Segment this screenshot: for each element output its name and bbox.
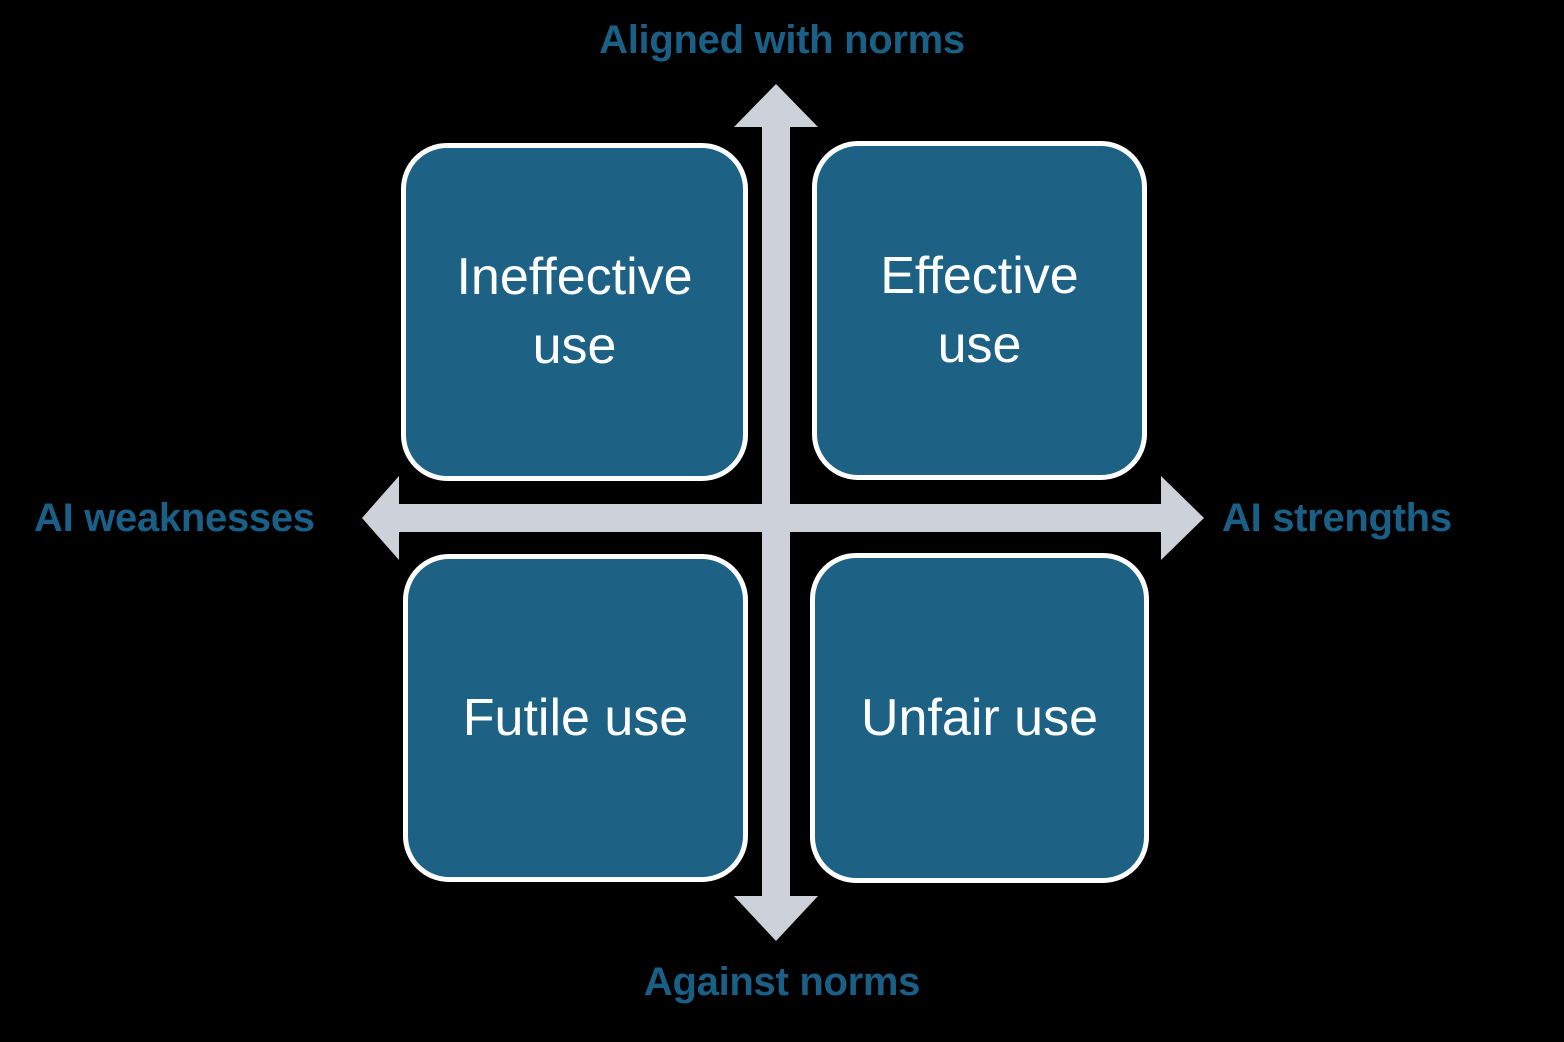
quadrant-label-ineffective-use: Ineffective use xyxy=(456,248,693,375)
axis-arrowhead-down xyxy=(734,896,818,941)
quadrant-label-effective-use: Effective use xyxy=(880,246,1079,374)
horizontal-axis-shaft xyxy=(397,504,1163,532)
quadrant-label-unfair-use: Unfair use xyxy=(861,688,1098,747)
axis-label-right: AI strengths xyxy=(1222,496,1452,540)
axis-arrowhead-left xyxy=(362,476,399,560)
axis-label-top: Aligned with norms xyxy=(599,18,965,62)
axis-arrowhead-up xyxy=(734,84,818,127)
axis-arrowhead-right xyxy=(1161,476,1204,560)
quadrant-box-futile-use[interactable]: Futile use xyxy=(403,554,748,882)
axis-label-bottom: Against norms xyxy=(643,960,921,1004)
quadrant-box-unfair-use[interactable]: Unfair use xyxy=(810,553,1149,883)
quadrant-box-ineffective-use[interactable]: Ineffective use xyxy=(401,143,748,481)
quadrant-label-futile-use: Futile use xyxy=(462,688,689,747)
axis-label-left: AI weaknesses xyxy=(34,496,315,540)
quadrant-box-effective-use[interactable]: Effective use xyxy=(812,141,1147,480)
